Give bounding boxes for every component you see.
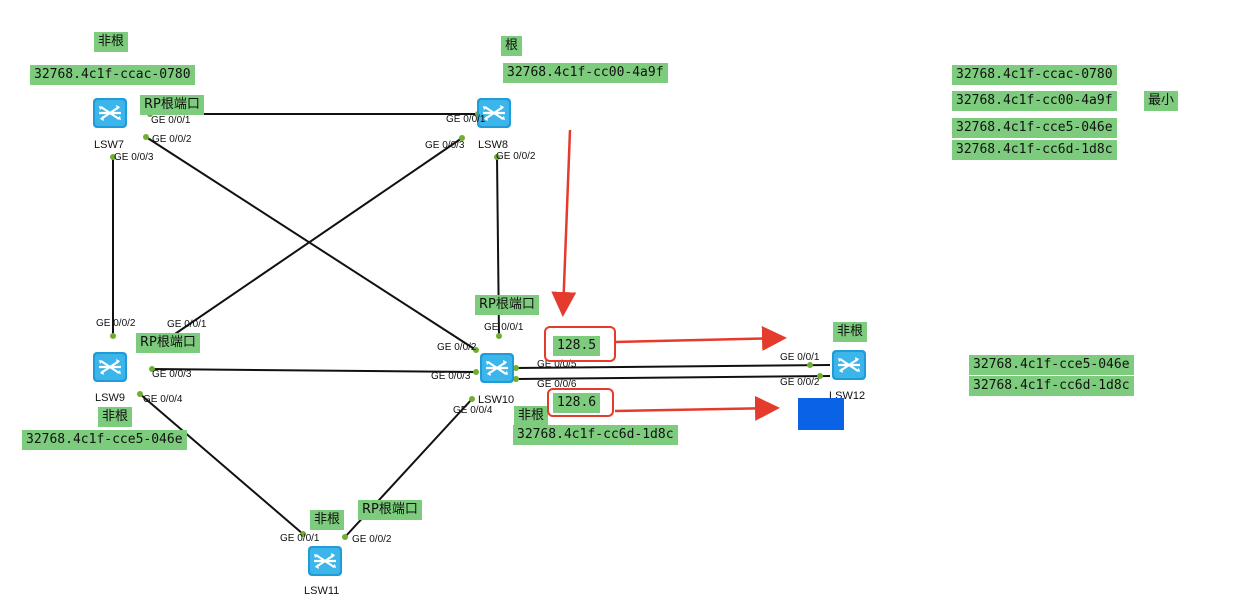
port-label: GE 0/0/1 (780, 352, 820, 363)
min-label: 最小 (1144, 91, 1179, 111)
lsw10-label: LSW10 (478, 394, 515, 406)
port-label: GE 0/0/3 (152, 369, 192, 380)
port-label: GE 0/0/2 (780, 377, 820, 388)
link-lsw8-lsw9 (171, 137, 463, 337)
bridge-id-list-item: 32768.4c1f-cce5-046e (952, 118, 1117, 138)
highlight-box (544, 326, 616, 362)
port-label: GE 0/0/4 (453, 405, 493, 416)
port-label: GE 0/0/2 (96, 318, 136, 329)
link-lsw9-lsw11 (139, 393, 304, 535)
port-label: GE 0/0/4 (143, 394, 183, 405)
port-label: GE 0/0/5 (537, 359, 577, 370)
blocked-port-marker (798, 398, 844, 430)
link-lsw10-lsw12-b (515, 375, 831, 380)
red-arrows (551, 129, 787, 421)
lsw10-bridge-id: 32768.4c1f-cc6d-1d8c (513, 425, 678, 445)
port-dots (110, 111, 823, 540)
port-id-tag: 128.6 (553, 393, 601, 413)
port-id-tag: 128.5 (553, 336, 601, 356)
port-label: GE 0/0/2 (496, 151, 536, 162)
link-lsw9-lsw10 (151, 368, 477, 373)
lsw12-list-item: 32768.4c1f-cce5-046e (969, 355, 1134, 375)
lsw12-list-item: 32768.4c1f-cc6d-1d8c (969, 376, 1134, 396)
link-lsw10-lsw12-a (515, 364, 831, 369)
lsw10-rp-tag: RP根端口 (475, 295, 539, 315)
lsw11-label: LSW11 (304, 585, 340, 597)
lsw7-role-tag: 非根 (94, 32, 129, 52)
port-label: GE 0/0/3 (425, 140, 465, 151)
lsw10-role-tag: 非根 (514, 406, 549, 426)
lsw12-role-tag: 非根 (833, 322, 868, 342)
arrow-down (551, 129, 577, 317)
lsw7-rp-tag: RP根端口 (140, 95, 204, 115)
port-label: GE 0/0/1 (446, 114, 486, 125)
highlight-box (547, 388, 614, 417)
switch-lsw11-icon[interactable] (306, 544, 344, 578)
lsw8-bridge-id: 32768.4c1f-cc00-4a9f (503, 63, 668, 83)
switch-lsw9-icon[interactable] (91, 350, 129, 384)
lsw8-label: LSW8 (478, 139, 508, 151)
lsw11-role-tag: 非根 (310, 510, 345, 530)
port-label: GE 0/0/3 (431, 371, 471, 382)
lsw8-role-tag: 根 (501, 36, 523, 56)
switch-lsw12-icon[interactable] (830, 348, 868, 382)
port-label: GE 0/0/2 (352, 534, 392, 545)
switch-lsw7-icon[interactable] (91, 96, 129, 130)
links (112, 113, 831, 538)
port-label: GE 0/0/1 (151, 115, 191, 126)
lsw7-label: LSW7 (94, 139, 124, 151)
bridge-id-list-item: 32768.4c1f-ccac-0780 (952, 65, 1117, 85)
port-label: GE 0/0/2 (152, 134, 192, 145)
port-label: GE 0/0/1 (167, 319, 207, 330)
port-label: GE 0/0/3 (114, 152, 154, 163)
link-lsw7-lsw10 (145, 136, 477, 351)
bridge-id-list-item: 32768.4c1f-cc6d-1d8c (952, 140, 1117, 160)
lsw9-role-tag: 非根 (98, 407, 133, 427)
bridge-id-list-item: 32768.4c1f-cc00-4a9f (952, 91, 1117, 111)
port-label: GE 0/0/6 (537, 379, 577, 390)
arrow-right-1 (614, 325, 787, 351)
lsw9-bridge-id: 32768.4c1f-cce5-046e (22, 430, 187, 450)
arrow-right-2 (614, 395, 780, 421)
port-label: GE 0/0/2 (437, 342, 477, 353)
lsw9-label: LSW9 (95, 392, 125, 404)
lsw9-rp-tag: RP根端口 (136, 333, 200, 353)
switch-lsw10-icon[interactable] (478, 351, 516, 385)
lsw7-bridge-id: 32768.4c1f-ccac-0780 (30, 65, 195, 85)
port-label: GE 0/0/1 (280, 533, 320, 544)
lsw11-rp-tag: RP根端口 (358, 500, 422, 520)
port-label: GE 0/0/1 (484, 322, 524, 333)
